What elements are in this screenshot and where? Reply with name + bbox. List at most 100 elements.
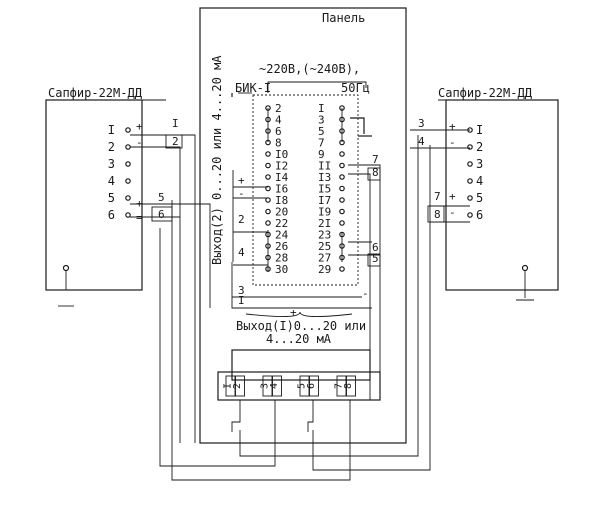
right-sensor-title: Сапфир-22М-ДД: [438, 86, 533, 100]
sensor-pin-label: 6: [476, 208, 483, 222]
rs-minus2: -: [449, 206, 456, 219]
terminal-label-right: I5: [318, 183, 331, 196]
bik-lower: [231, 349, 371, 381]
terminal-dot-left: [265, 197, 271, 203]
sensor-pin-label: 5: [108, 191, 115, 205]
rs-wire-8: 8: [434, 208, 441, 221]
connector-pin: [299, 375, 310, 397]
inner-plus: +: [238, 174, 245, 187]
output1-plus: +: [290, 306, 297, 319]
terminal-label-right: II: [318, 160, 331, 173]
terminal-label-right: I9: [318, 206, 331, 219]
rs-plus1: +: [449, 120, 456, 133]
output2-label: Выход(2) 0...20 или 4...20 мА: [210, 55, 224, 265]
sensor-pin-label: I: [476, 123, 483, 137]
sensor-pin-dot: [125, 178, 131, 184]
terminal-label-left: 28: [275, 252, 288, 265]
inner-n1: I: [238, 294, 245, 307]
terminal-label-left: 4: [275, 114, 282, 127]
terminal-dot-left: [265, 220, 271, 226]
terminal-label-left: 22: [275, 217, 288, 230]
sensor-pin-dot: [125, 195, 131, 201]
right-sensor-box: [445, 99, 559, 291]
connector-pin: [262, 375, 273, 397]
panel-frame: [199, 7, 407, 444]
terminal-dot-right: [339, 208, 345, 215]
terminal-dot-left: [265, 208, 271, 215]
terminal-label-left: 6: [275, 125, 282, 138]
sensor-pin-label: 4: [108, 174, 115, 188]
connector-pin-label: I: [223, 383, 234, 389]
terminal-label-left: 8: [275, 137, 282, 150]
connector-pin: [272, 375, 282, 397]
connector-pin-label: 4: [269, 383, 280, 389]
rw-6: 6: [372, 241, 379, 254]
rw-8: 8: [372, 166, 379, 179]
ls-minus2: =: [136, 211, 143, 224]
connector-pin-label: 6: [306, 383, 317, 389]
panel-title: Панель: [322, 11, 365, 25]
terminal-dot-right: [339, 266, 345, 272]
output1-line2: 4...20 мА: [266, 332, 332, 346]
terminal-label-right: 5: [318, 125, 325, 138]
bik-label: БИК-I: [235, 81, 271, 95]
output1-line1: Выход(I)0...20 или: [236, 319, 366, 333]
terminal-label-left: 30: [275, 263, 288, 276]
terminal-dot-right: [339, 220, 345, 226]
terminal-label-right: I3: [318, 171, 331, 184]
sensor-pin-label: 3: [108, 157, 115, 171]
terminal-dot-right: [339, 162, 345, 169]
inner-minus: -: [238, 187, 245, 200]
sensor-pin-label: 4: [476, 174, 483, 188]
terminal-dot-right: [339, 185, 345, 192]
sensor-pin-dot: [467, 161, 473, 167]
terminal-dot-right: [339, 197, 345, 203]
rs-plus2: +: [449, 190, 456, 203]
terminal-dot-right: [339, 151, 345, 157]
inner-n4: 4: [238, 246, 245, 259]
terminal-label-left: I8: [275, 194, 288, 207]
sensor-pin-dot: [467, 195, 473, 201]
sensor-pin-label: I: [108, 123, 115, 137]
output1-minus: -: [362, 287, 369, 300]
terminal-label-left: 2: [275, 102, 282, 115]
connector-pin-label: 2: [232, 383, 243, 389]
terminal-label-right: 27: [318, 252, 331, 265]
terminal-label-left: 20: [275, 206, 288, 219]
rs-minus1: -: [449, 136, 456, 149]
sensor-pin-dot: [125, 127, 131, 133]
ls-minus1: -: [136, 136, 143, 149]
sensor-pin-dot: [125, 144, 131, 150]
sensor-pin-label: 3: [476, 157, 483, 171]
terminal-dot-left: [265, 162, 271, 169]
terminal-dot-left: [265, 185, 271, 192]
terminal-label-left: 26: [275, 240, 288, 253]
connector-pin-label: 7: [334, 383, 345, 389]
power-label-line2: 50Гц: [341, 81, 370, 95]
terminal-label-right: 9: [318, 148, 325, 161]
terminal-label-right: 25: [318, 240, 331, 253]
terminal-label-left: I4: [275, 171, 289, 184]
connector: [217, 371, 381, 401]
inner-n2: 2: [238, 213, 245, 226]
terminal-label-right: 2I: [318, 217, 331, 230]
terminal-label-right: 29: [318, 263, 331, 276]
terminal-dot-left: [265, 151, 271, 157]
power-label-line1: ~220В,(~240В),: [259, 62, 360, 76]
terminal-label-left: I2: [275, 160, 288, 173]
ls-wire-1: I: [172, 117, 179, 130]
connector-pin: [346, 375, 356, 397]
sensor-pin-label: 2: [108, 140, 115, 154]
connector-pin: [309, 375, 319, 397]
connector-pin-label: 5: [297, 383, 308, 389]
rs-wire-7: 7: [434, 190, 441, 203]
sensor-pin-label: 5: [476, 191, 483, 205]
terminal-label-left: I0: [275, 148, 288, 161]
sensor-pin-dot: [125, 161, 131, 167]
terminal-label-right: 23: [318, 229, 331, 242]
